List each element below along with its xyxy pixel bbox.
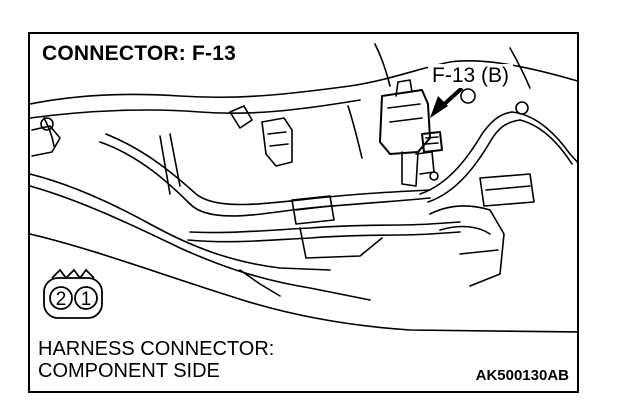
pin-2 [49,286,73,310]
harness-clamp [291,195,335,225]
wiring-harness [99,141,431,217]
caption-line-1: HARNESS CONNECTOR: [38,338,275,360]
diagram-frame: 2 1 CONNECTOR: F-13 F-13 (B) HARNESS CON… [28,32,579,393]
engine-bay-illustration: 2 1 [30,43,577,333]
mounting-bracket [261,117,293,167]
connector-f13 [421,131,443,153]
caption-line-2: COMPONENT SIDE [38,360,220,382]
left-bracket [31,125,61,157]
pin-1-label: 1 [81,289,92,310]
harness-connector-symbol: 2 1 [43,268,103,319]
pin-2-label: 2 [56,289,67,310]
diagram-title: CONNECTOR: F-13 [38,40,242,68]
upper-body-panel [30,60,577,105]
connector-callout-label: F-13 (B) [428,64,514,88]
lower-body-panel [30,173,331,271]
callout-arrow [430,86,464,118]
pin-1 [74,286,98,310]
connector-caption: HARNESS CONNECTOR: COMPONENT SIDE [36,338,279,384]
figure-code: AK500130AB [473,366,571,385]
